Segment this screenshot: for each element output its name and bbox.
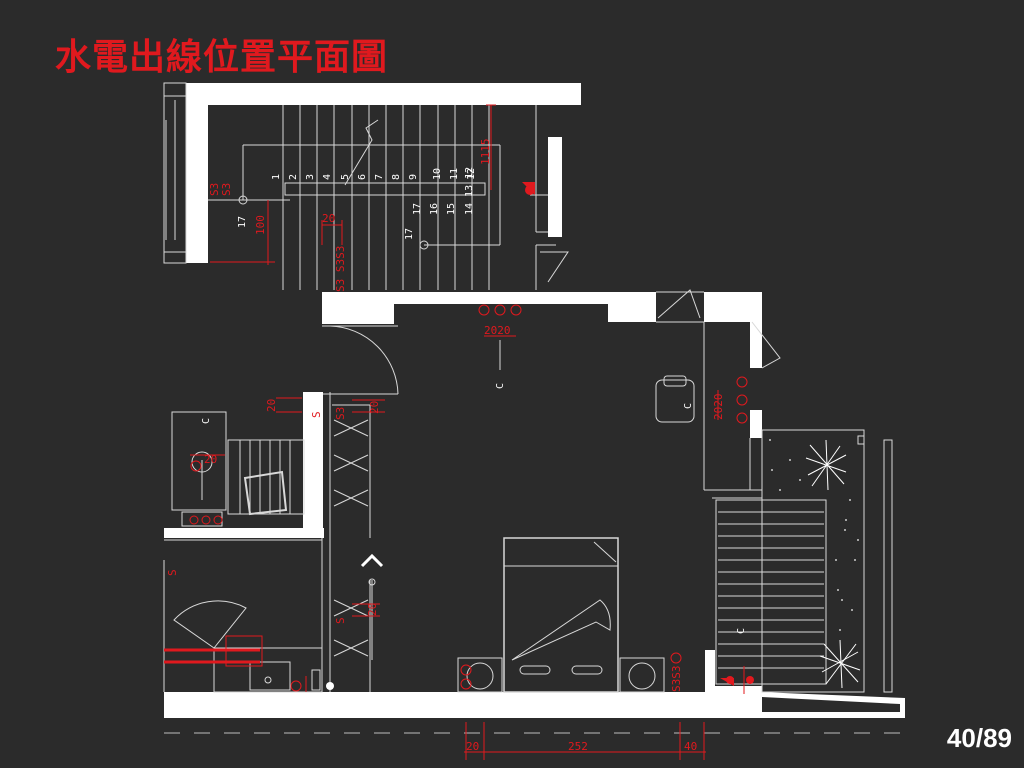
stair-numbers-upper: 1 2 3 4 5 6 7 8 9 10 11 12 [271, 168, 477, 180]
stair-block: 1 2 3 4 5 6 7 8 9 10 11 12 17 16 15 14 1… [163, 82, 581, 292]
stair-number: 16 [429, 203, 440, 215]
gravel-dots [769, 439, 859, 631]
svg-text:C: C [495, 383, 506, 389]
stair-number: 12 [466, 168, 477, 180]
stair-number: 11 [449, 168, 460, 180]
svg-text:C: C [683, 403, 694, 409]
dim-20-bath: 20 [265, 399, 278, 412]
balcony [715, 429, 893, 693]
stair-number: 9 [408, 174, 419, 180]
stair-number: 3 [305, 174, 316, 180]
stair-number: 10 [432, 168, 443, 180]
plant [805, 439, 861, 689]
stair-dimensions: 1115 S3 S3 100 20 S3 S3S3 [208, 104, 535, 292]
bathroom [163, 411, 334, 693]
stair-number: 1 [271, 174, 282, 180]
outlet-code-s3-bed: S3S3 [670, 666, 683, 693]
dim-20-closet: 20 [368, 401, 381, 414]
dim-1115: 1115 [479, 139, 492, 166]
stair-number: 2 [288, 174, 299, 180]
stair-label-17b: 17 [404, 228, 415, 240]
slide-title: 水電出線位置平面圖 [55, 37, 389, 78]
svg-text:C: C [736, 628, 747, 634]
outlet-code-s3-closet: S3 [334, 407, 347, 420]
stair-number: 4 [322, 174, 333, 180]
bottom-dimensions: 20 252 40 [164, 722, 905, 760]
outlet-code-s3: S3 [208, 183, 221, 196]
stair-number: 7 [374, 174, 385, 180]
dim-bottom-252: 252 [568, 740, 588, 753]
outlet-code-s3s3s3: S3 S3S3 [334, 246, 347, 292]
electrical-markup: 2020 C 2020 C 20 S S3 20 20 S S 20 S3S3 [166, 304, 754, 694]
dim-20-stair: 20 [322, 212, 335, 225]
page-number: 40/89 [946, 723, 1012, 753]
stair-number: 17 [412, 203, 423, 215]
stair-number: 8 [391, 174, 402, 180]
stair-numbers-lower: 17 16 15 14 13 12 17 17 [237, 167, 475, 250]
stair-number: 15 [446, 203, 457, 215]
dim-2020-right: 2020 [712, 394, 725, 421]
outlet-code-s: S [310, 411, 323, 418]
dim-20-shower: 20 [366, 603, 379, 616]
dim-2020-top: 2020 [484, 324, 511, 337]
closet [332, 404, 384, 692]
dim-100: 100 [254, 215, 267, 235]
stair-treads [208, 105, 569, 290]
dim-20-bath2: 20 [204, 453, 217, 466]
svg-text:S: S [166, 569, 179, 576]
stair-number: 5 [340, 174, 351, 180]
bedroom-furniture [457, 375, 695, 693]
dim-bottom-40: 40 [684, 740, 697, 753]
bedroom-walls [164, 289, 905, 718]
stair-label-17: 17 [237, 216, 248, 228]
svg-text:C: C [201, 418, 212, 424]
outlet-code-s2: S [334, 617, 347, 624]
dim-bottom-20: 20 [466, 740, 479, 753]
outlet-code-s3b: S3 [220, 183, 233, 196]
stair-number: 14 13 12 [464, 167, 475, 215]
stair-number: 6 [357, 174, 368, 180]
